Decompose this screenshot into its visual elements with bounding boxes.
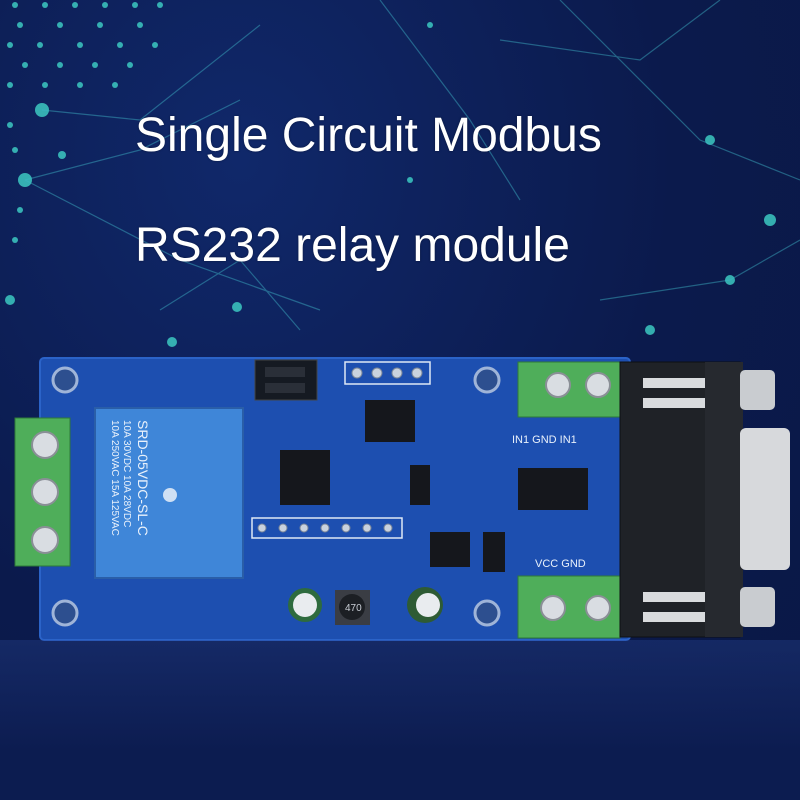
inductor-marking: 470: [345, 603, 362, 614]
svg-text:10A 250VAC 15A 125VAC: 10A 250VAC 15A 125VAC: [109, 420, 120, 536]
rs232-transceiver-ic: [518, 468, 588, 510]
db9-connector: [619, 361, 790, 638]
board-reflection: [0, 640, 800, 800]
headline-line-1: Single Circuit Modbus: [135, 109, 602, 162]
mounting-holes: [51, 366, 501, 627]
serial-terminal-top: [517, 361, 621, 418]
relay: 10A 250VAC 15A 125VAC 10A 30VDC 10A 28VD…: [94, 407, 244, 579]
power-terminal-bottom: [517, 575, 621, 639]
terminal-label-bottom: VCC GND: [535, 558, 586, 570]
svg-text:10A 30VDC 10A 28VDC: 10A 30VDC 10A 28VDC: [121, 420, 132, 527]
headline-line-2: RS232 relay module: [135, 219, 570, 272]
relay-output-terminal: [14, 417, 71, 567]
terminal-label-top: IN1 GND IN1: [512, 434, 577, 446]
svg-text:SRD-05VDC-SL-C: SRD-05VDC-SL-C: [135, 420, 151, 536]
